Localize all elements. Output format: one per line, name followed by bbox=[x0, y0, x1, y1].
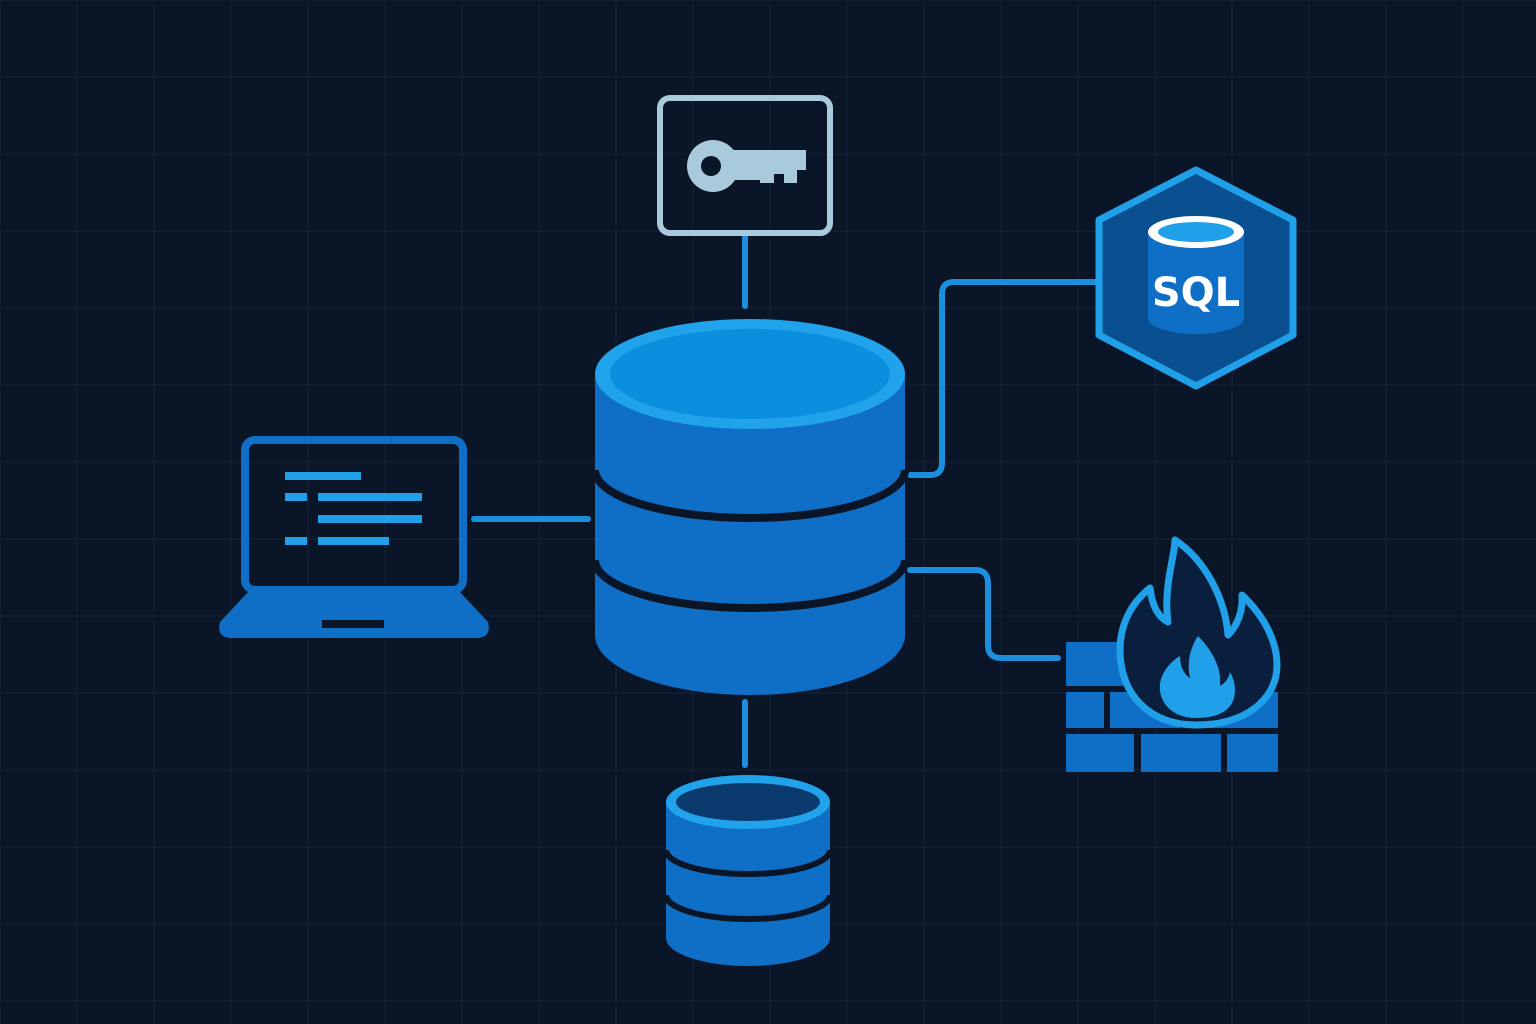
connector-database-to-firewall bbox=[907, 567, 1061, 661]
sql-label: SQL bbox=[1152, 270, 1240, 316]
code-lines bbox=[285, 472, 422, 545]
database-divider bbox=[663, 849, 833, 877]
key-vault-node bbox=[657, 95, 833, 236]
firewall-node bbox=[1066, 536, 1281, 772]
flame-icon bbox=[1116, 536, 1281, 729]
connectors bbox=[471, 232, 1101, 768]
key-vault-frame bbox=[657, 95, 833, 236]
central-database-icon bbox=[591, 319, 909, 695]
database-divider bbox=[663, 894, 833, 922]
backup-database-icon bbox=[663, 775, 833, 966]
key-icon bbox=[687, 140, 806, 192]
sql-database-icon bbox=[1148, 216, 1244, 334]
sql-server-node: SQL bbox=[1095, 166, 1297, 390]
connector-database-to-sql bbox=[907, 279, 1101, 478]
database-divider bbox=[591, 559, 909, 612]
database-divider bbox=[591, 469, 909, 522]
laptop-icon bbox=[219, 436, 489, 638]
